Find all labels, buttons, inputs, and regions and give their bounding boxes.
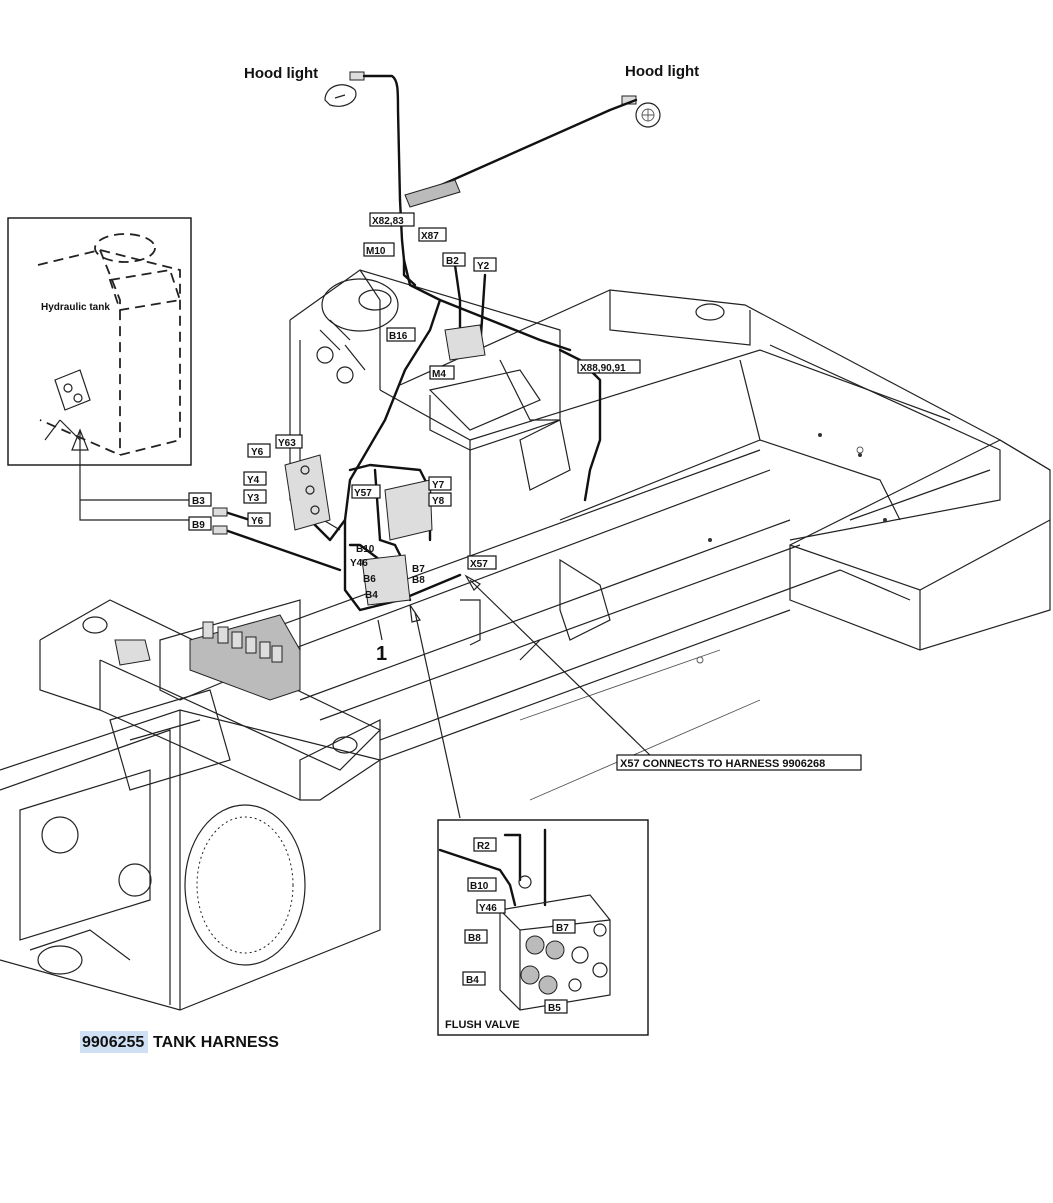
tag-b8: B8 [412, 575, 425, 586]
reference-tags: X82,83 M10 X87 B2 Y2 B16 M4 X88,90,91 Y6… [188, 212, 862, 771]
wiring-harness [223, 74, 638, 612]
inset-tag-b8: B8 [468, 933, 481, 944]
inset-flush-valve [437, 819, 649, 1036]
inset-caption: FLUSH VALVE [445, 1019, 520, 1031]
tag-x82-83: X82,83 [372, 216, 404, 227]
tag-x88-90-91: X88,90,91 [580, 363, 626, 374]
inset-tag-b4: B4 [466, 975, 479, 986]
tag-y4: Y4 [247, 475, 260, 486]
tag-b9: B9 [192, 520, 205, 531]
inset-tag-b10: B10 [470, 881, 489, 892]
tag-y46: Y46 [350, 558, 368, 569]
tag-b3: B3 [192, 496, 205, 507]
tag-b7: B7 [412, 564, 425, 575]
hood-light-right-icon [621, 95, 661, 128]
label-hydraulic-tank: Hydraulic tank [41, 302, 110, 313]
tank-body [289, 269, 725, 560]
tag-y6-lower: Y6 [251, 516, 264, 527]
label-hood-light-left: Hood light [244, 65, 318, 82]
tag-x57: X57 [470, 559, 488, 570]
part-number[interactable]: 9906255 [82, 1034, 144, 1051]
tag-y8: Y8 [432, 496, 445, 507]
tag-b2: B2 [446, 256, 459, 267]
tag-y6: Y6 [251, 447, 264, 458]
part-number-highlight [80, 1031, 148, 1053]
inset-tag-b7: B7 [556, 923, 569, 934]
label-hood-light-right: Hood light [625, 63, 699, 80]
tag-y2: Y2 [477, 261, 490, 272]
tag-m4: M4 [432, 369, 446, 380]
tag-b4: B4 [365, 590, 378, 601]
tag-y63: Y63 [278, 438, 296, 449]
inset-tag-b5: B5 [548, 1003, 561, 1014]
tag-y57: Y57 [354, 488, 372, 499]
inset-hydraulic-tank [7, 217, 192, 466]
front-chassis [0, 599, 382, 1011]
leader-lines [71, 428, 656, 819]
tag-y3: Y3 [247, 493, 260, 504]
tag-b10: B10 [356, 544, 375, 555]
tag-b16: B16 [389, 331, 408, 342]
inset-tag-r2: R2 [477, 841, 490, 852]
valve-manifold [114, 614, 301, 701]
callout-1: 1 [376, 643, 387, 665]
part-title: TANK HARNESS [153, 1034, 279, 1051]
tag-x87: X87 [421, 231, 439, 242]
inset-tags: R2 B10 Y46 B7 B8 B4 B5 FLUSH VALVE [445, 837, 576, 1031]
tag-m10: M10 [366, 246, 386, 257]
note-x57-connects: X57 CONNECTS TO HARNESS 9906268 [620, 758, 825, 770]
drawing-title: 9906255 TANK HARNESS [80, 1031, 279, 1053]
labels: Hood light Hood light Hydraulic tank [41, 63, 699, 313]
components [212, 324, 611, 661]
tag-y7: Y7 [432, 480, 445, 491]
inset-tag-y46: Y46 [479, 903, 497, 914]
hood-light-left-icon [324, 71, 365, 107]
tag-b6: B6 [363, 574, 376, 585]
